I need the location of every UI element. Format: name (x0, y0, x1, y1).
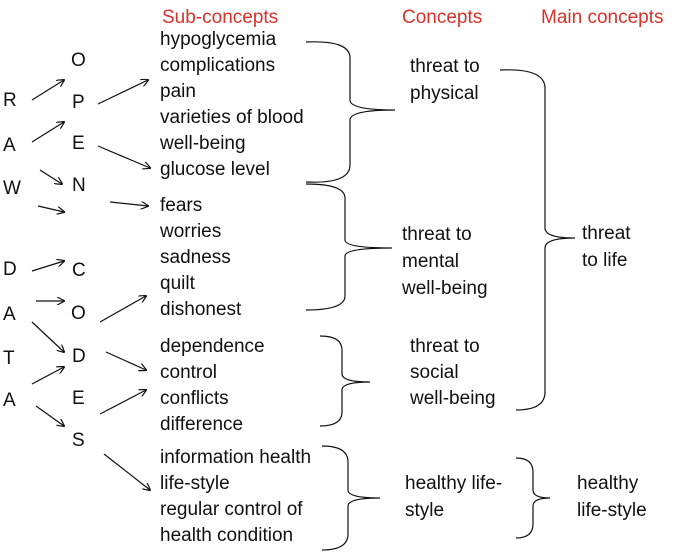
sub-concept-varieties-of-blood: varieties of blood (160, 107, 304, 128)
sub-concept-hypoglycemia: hypoglycemia (160, 29, 277, 50)
sub-concept-control: control (160, 362, 217, 383)
sub-concept-life-style: life-style (160, 473, 230, 494)
data-letter-t: T (3, 348, 15, 369)
brace-threat-to-life (499, 69, 576, 411)
concept-mental-line1: threat to (402, 224, 472, 245)
arrow-to-n (39, 169, 62, 184)
main-concept-threat-line2: to life (582, 250, 627, 271)
code-letter-e-2: E (72, 388, 85, 409)
arrow-n-fears (109, 202, 148, 206)
sub-concept-pain: pain (160, 81, 196, 102)
sub-concept-dependence: dependence (160, 336, 265, 357)
raw-letter-r: R (3, 90, 17, 111)
data-letter-a-2: A (3, 390, 16, 411)
concept-social-line1: threat to (410, 336, 480, 357)
concept-lifestyle-line2: style (405, 500, 444, 521)
sub-concept-well-being: well-being (159, 133, 246, 154)
sub-concept-worries: worries (159, 221, 221, 242)
concept-mental-line3: well-being (401, 278, 488, 299)
sub-concept-fears: fears (160, 195, 202, 216)
main-concept-threat-line1: threat (582, 223, 631, 244)
arrow-a-s (35, 405, 64, 426)
concept-mental-line2: mental (402, 251, 459, 272)
code-letter-p: P (72, 92, 85, 113)
sub-concept-sadness: sadness (160, 247, 231, 268)
arrow-t-e (31, 367, 64, 385)
concept-physical-line2: physical (410, 83, 479, 104)
sub-concept-information-health: information health (160, 447, 311, 468)
code-letter-o: O (71, 50, 86, 71)
main-concept-healthy-line2: life-style (577, 500, 647, 521)
code-letter-n: N (72, 175, 86, 196)
sub-concept-glucose-level: glucose level (160, 159, 270, 180)
sub-concept-difference: difference (160, 414, 243, 435)
sub-concept-health-condition: health condition (160, 525, 293, 546)
code-letter-s: S (72, 430, 85, 451)
arrow-e-glucose (97, 145, 150, 168)
brace-lifestyle (321, 445, 381, 551)
code-letter-c: C (72, 260, 86, 281)
header-main-concepts: Main concepts (541, 7, 664, 28)
arrow-s-lifestyle (103, 453, 150, 490)
raw-letter-a: A (3, 135, 16, 156)
main-concept-healthy-line1: healthy (577, 473, 639, 494)
code-letter-d: D (72, 346, 86, 367)
brace-healthy-lifestyle (515, 457, 551, 539)
brace-physical (305, 41, 396, 183)
concept-social-line2: social (410, 362, 459, 383)
concept-lifestyle-line1: healthy life- (405, 473, 502, 494)
arrow-o-dishonest (99, 296, 146, 323)
arrow-a-p (31, 122, 64, 143)
arrow-d-c (31, 261, 64, 272)
sub-concept-conflicts: conflicts (160, 388, 229, 409)
sub-concept-dishonest: dishonest (160, 299, 242, 320)
arrow-a-d (31, 321, 64, 352)
arrow-e-conflicts (99, 390, 146, 415)
brace-mental (305, 183, 393, 311)
arrow-p-pain (97, 80, 148, 105)
raw-letter-w: W (3, 178, 21, 199)
header-concepts: Concepts (402, 7, 482, 28)
arrow-w-n (37, 205, 64, 212)
arrow-r-o (31, 80, 64, 101)
concept-social-line3: well-being (409, 388, 496, 409)
data-letter-a: A (3, 304, 16, 325)
concept-physical-line1: threat to (410, 56, 480, 77)
code-letter-e: E (72, 133, 85, 154)
sub-concept-complications: complications (160, 55, 275, 76)
brace-social (319, 335, 371, 427)
sub-concept-regular-control-of: regular control of (160, 499, 303, 520)
sub-concept-quilt: quilt (160, 273, 196, 294)
arrow-d-control (105, 351, 146, 370)
code-letter-o-2: O (71, 303, 86, 324)
header-sub-concepts: Sub-concepts (162, 7, 278, 28)
data-letter-d: D (3, 259, 17, 280)
